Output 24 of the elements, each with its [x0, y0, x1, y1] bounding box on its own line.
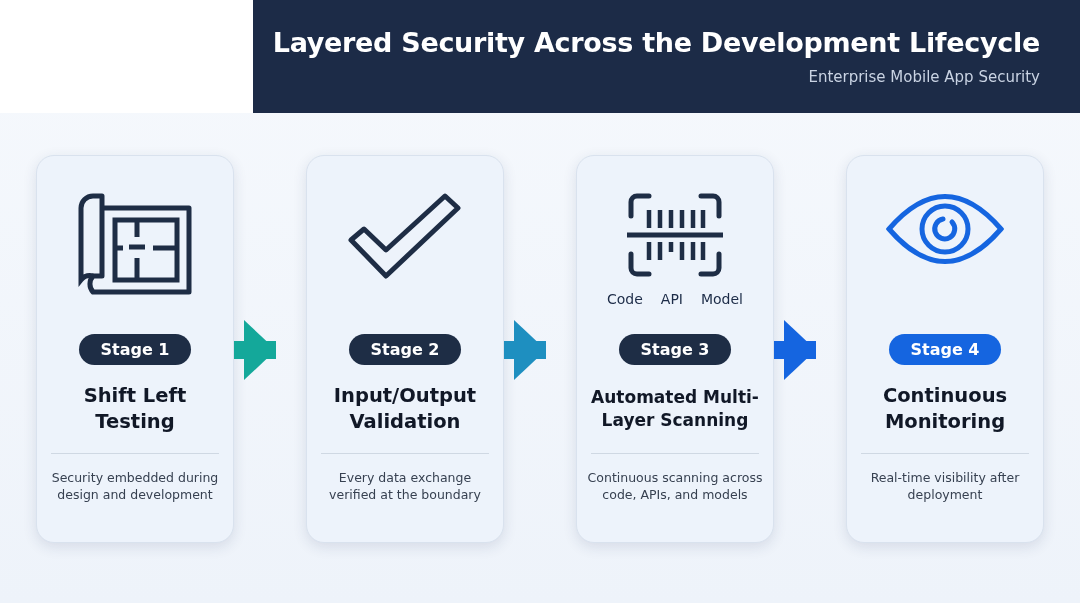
title: Layered Security Across the Development Lifecycle — [272, 27, 1040, 58]
stage-badge: Stage 4 — [888, 334, 1002, 365]
stage-title: Input/Output Validation — [332, 382, 478, 435]
icon-label: Code — [606, 291, 643, 307]
stage-description: Real-time visibility after deployment — [869, 470, 1021, 504]
icon-label: API — [660, 291, 683, 307]
subtitle: Enterprise Mobile App Security — [808, 68, 1040, 86]
stage-card — [36, 155, 234, 543]
stage-description: Every data exchange verified at the boundary — [328, 470, 482, 504]
stage-card — [306, 155, 504, 543]
stage-card — [846, 155, 1044, 543]
arrow — [774, 320, 816, 380]
arrow — [234, 320, 276, 380]
stage-title: Continuous Monitoring — [881, 382, 1009, 435]
stage-description: Security embedded during design and development — [50, 470, 220, 504]
icon-label: Model — [700, 291, 743, 307]
stage-card — [576, 155, 774, 543]
stage-badge: Stage 2 — [348, 334, 462, 365]
stage-badge: Stage 3 — [618, 334, 732, 365]
stage-badge: Stage 1 — [78, 334, 192, 365]
arrow — [504, 320, 546, 380]
stage-title: Shift Left Testing — [82, 382, 188, 435]
stage-title: Automated Multi-Layer Scanning — [590, 386, 760, 432]
stage-description: Continuous scanning across code, APIs, and models — [586, 470, 764, 504]
